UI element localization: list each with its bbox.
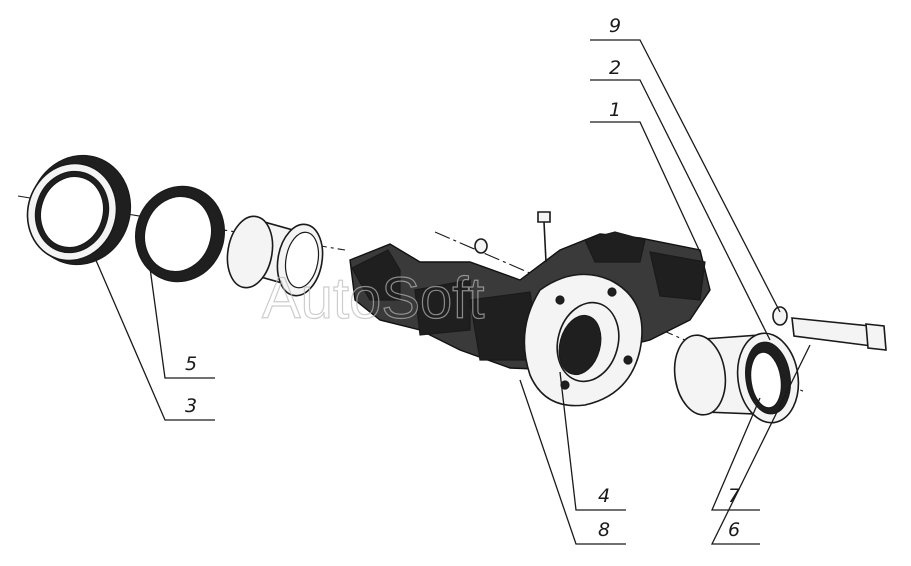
part-4-flange bbox=[523, 273, 643, 407]
watermark-text: AutoSoft bbox=[262, 266, 484, 331]
part-7-bolt bbox=[791, 317, 887, 351]
callout-9: 9 bbox=[609, 15, 621, 37]
leader-lines bbox=[94, 39, 811, 545]
top-screw bbox=[537, 211, 551, 263]
part-9-washer bbox=[772, 306, 788, 326]
callout-6: 6 bbox=[728, 519, 740, 541]
left-bushing bbox=[226, 215, 324, 297]
callout-1: 1 bbox=[609, 99, 621, 121]
callout-2: 2 bbox=[609, 57, 621, 79]
callout-7: 7 bbox=[728, 485, 740, 507]
callout-5: 5 bbox=[185, 353, 197, 375]
callout-8: 8 bbox=[598, 519, 610, 541]
callout-3: 3 bbox=[185, 395, 197, 417]
part-5-seal-ring bbox=[135, 185, 225, 283]
right-bushing bbox=[673, 332, 800, 424]
callout-4: 4 bbox=[598, 485, 610, 507]
small-nut-left bbox=[474, 238, 488, 254]
part-3-outer-ring bbox=[26, 154, 132, 266]
